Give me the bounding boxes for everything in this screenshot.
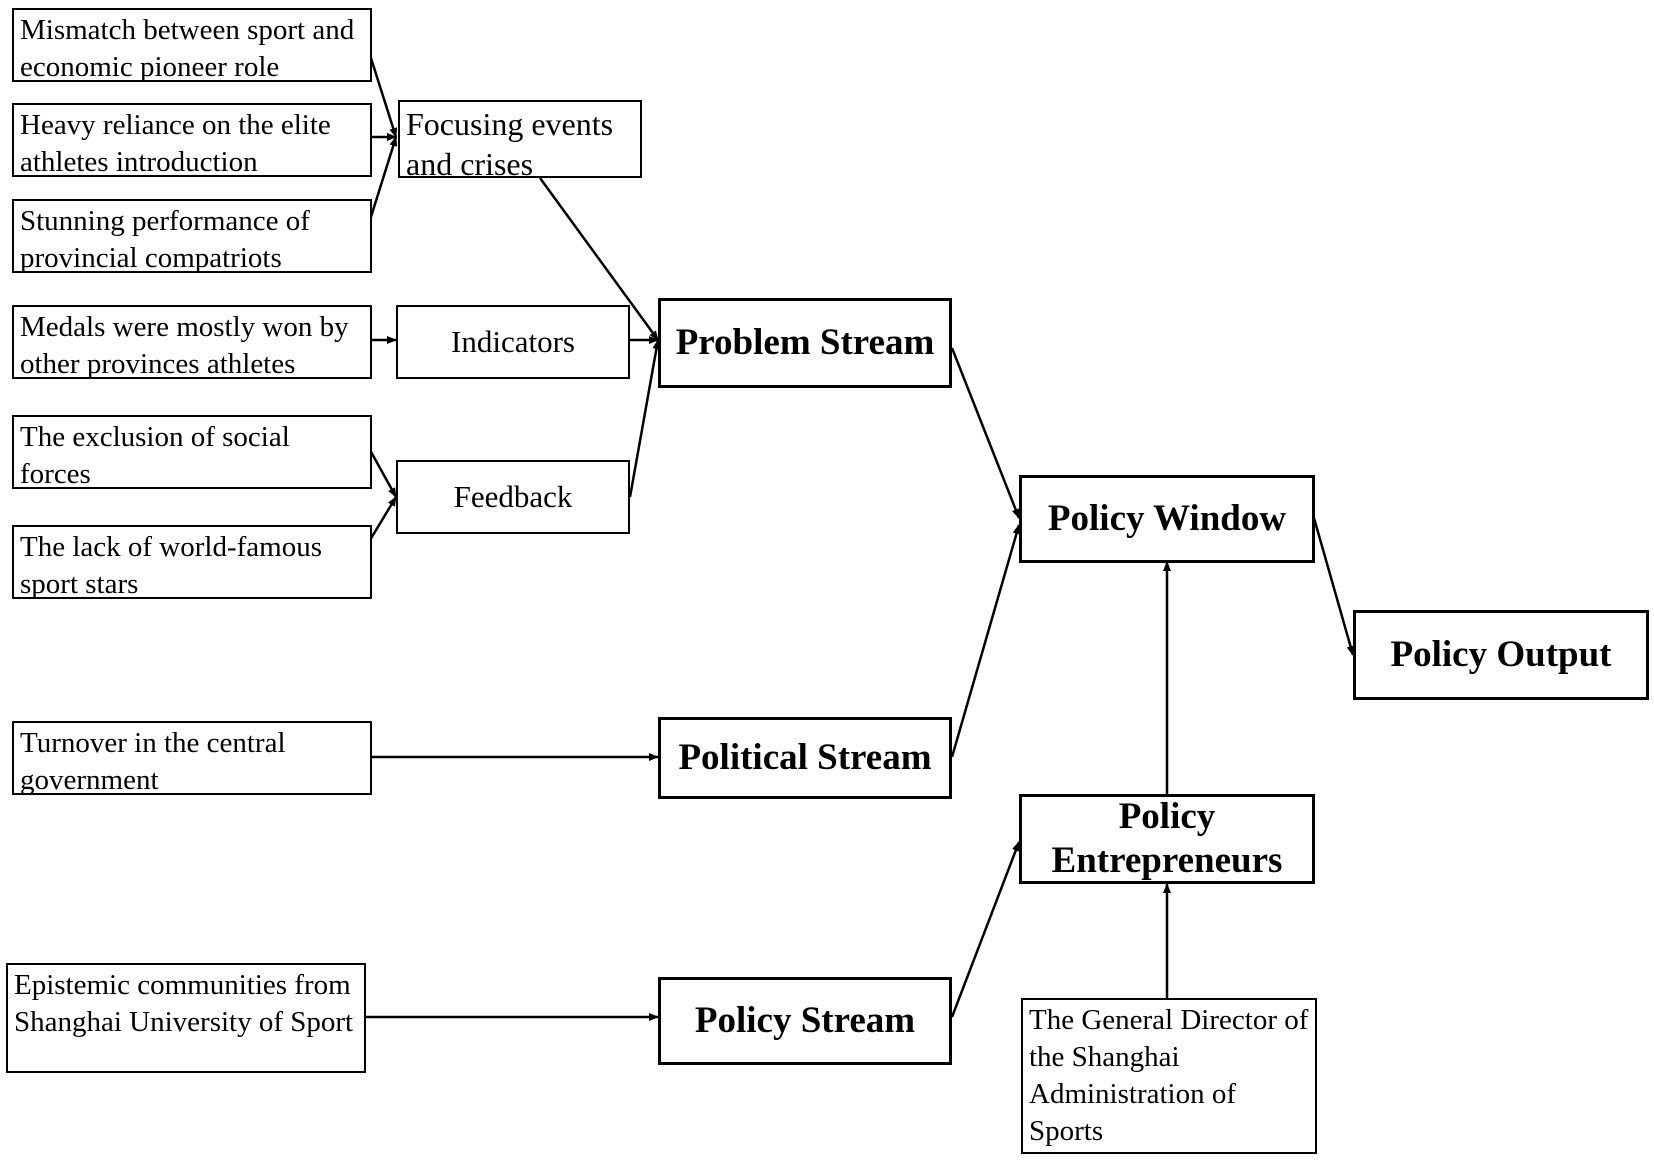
edge-exclusion-feedback [368,449,398,498]
node-policy-entrepreneurs: Policy Entrepreneurs [1019,794,1315,884]
node-medals-label: Medals were mostly won by other province… [20,311,349,379]
node-stunning-label: Stunning performance of provincial compa… [20,205,310,273]
edge-lack-feedback [368,496,398,541]
node-problem-stream-label: Problem Stream [675,322,935,363]
node-general-director: The General Director of the Shanghai Adm… [1021,998,1317,1154]
edge-focusing-problem [538,177,660,341]
edge-problem-window [950,347,1021,519]
node-indicators: Indicators [396,305,630,379]
node-policy-window-label: Policy Window [1047,498,1287,539]
node-policy-window: Policy Window [1019,475,1315,563]
node-feedback-label: Feedback [453,479,573,514]
node-turnover-label: Turnover in the central government [20,727,286,795]
node-policy-stream: Policy Stream [658,977,952,1065]
node-medals: Medals were mostly won by other province… [12,305,372,379]
node-focusing-label: Focusing events and crises [406,106,614,178]
edge-political-window [950,524,1021,758]
edge-feedback-problem [628,339,661,498]
node-political-stream: Political Stream [658,717,952,799]
node-general-director-label: The General Director of the Shanghai Adm… [1029,1004,1309,1147]
edge-window-output [1312,517,1355,656]
node-political-stream-label: Political Stream [678,737,932,778]
node-lack: The lack of world-famous sport stars [12,525,372,599]
node-lack-label: The lack of world-famous sport stars [20,531,322,599]
node-policy-entrepreneurs-label: Policy Entrepreneurs [1051,796,1283,881]
node-exclusion: The exclusion of social forces [12,415,372,489]
node-policy-output-label: Policy Output [1390,634,1612,675]
node-feedback: Feedback [396,460,630,534]
node-problem-stream: Problem Stream [658,298,952,388]
node-stunning: Stunning performance of provincial compa… [12,199,372,273]
edge-policystream-entrepreneurs [950,841,1021,1018]
node-policy-output: Policy Output [1353,610,1649,700]
node-reliance-label: Heavy reliance on the elite athletes int… [20,109,331,177]
edge-mismatch-focusing [368,54,398,138]
node-turnover: Turnover in the central government [12,721,372,795]
node-mismatch-label: Mismatch between sport and economic pion… [20,14,355,82]
node-indicators-label: Indicators [451,324,575,359]
node-policy-stream-label: Policy Stream [694,1000,916,1041]
edge-stunning-focusing [368,136,398,221]
node-epistemic-label: Epistemic communities from Shanghai Univ… [14,969,354,1038]
node-reliance: Heavy reliance on the elite athletes int… [12,103,372,177]
node-focusing: Focusing events and crises [398,100,642,178]
node-mismatch: Mismatch between sport and economic pion… [12,8,372,82]
node-epistemic: Epistemic communities from Shanghai Univ… [6,963,366,1073]
node-exclusion-label: The exclusion of social forces [20,421,290,489]
